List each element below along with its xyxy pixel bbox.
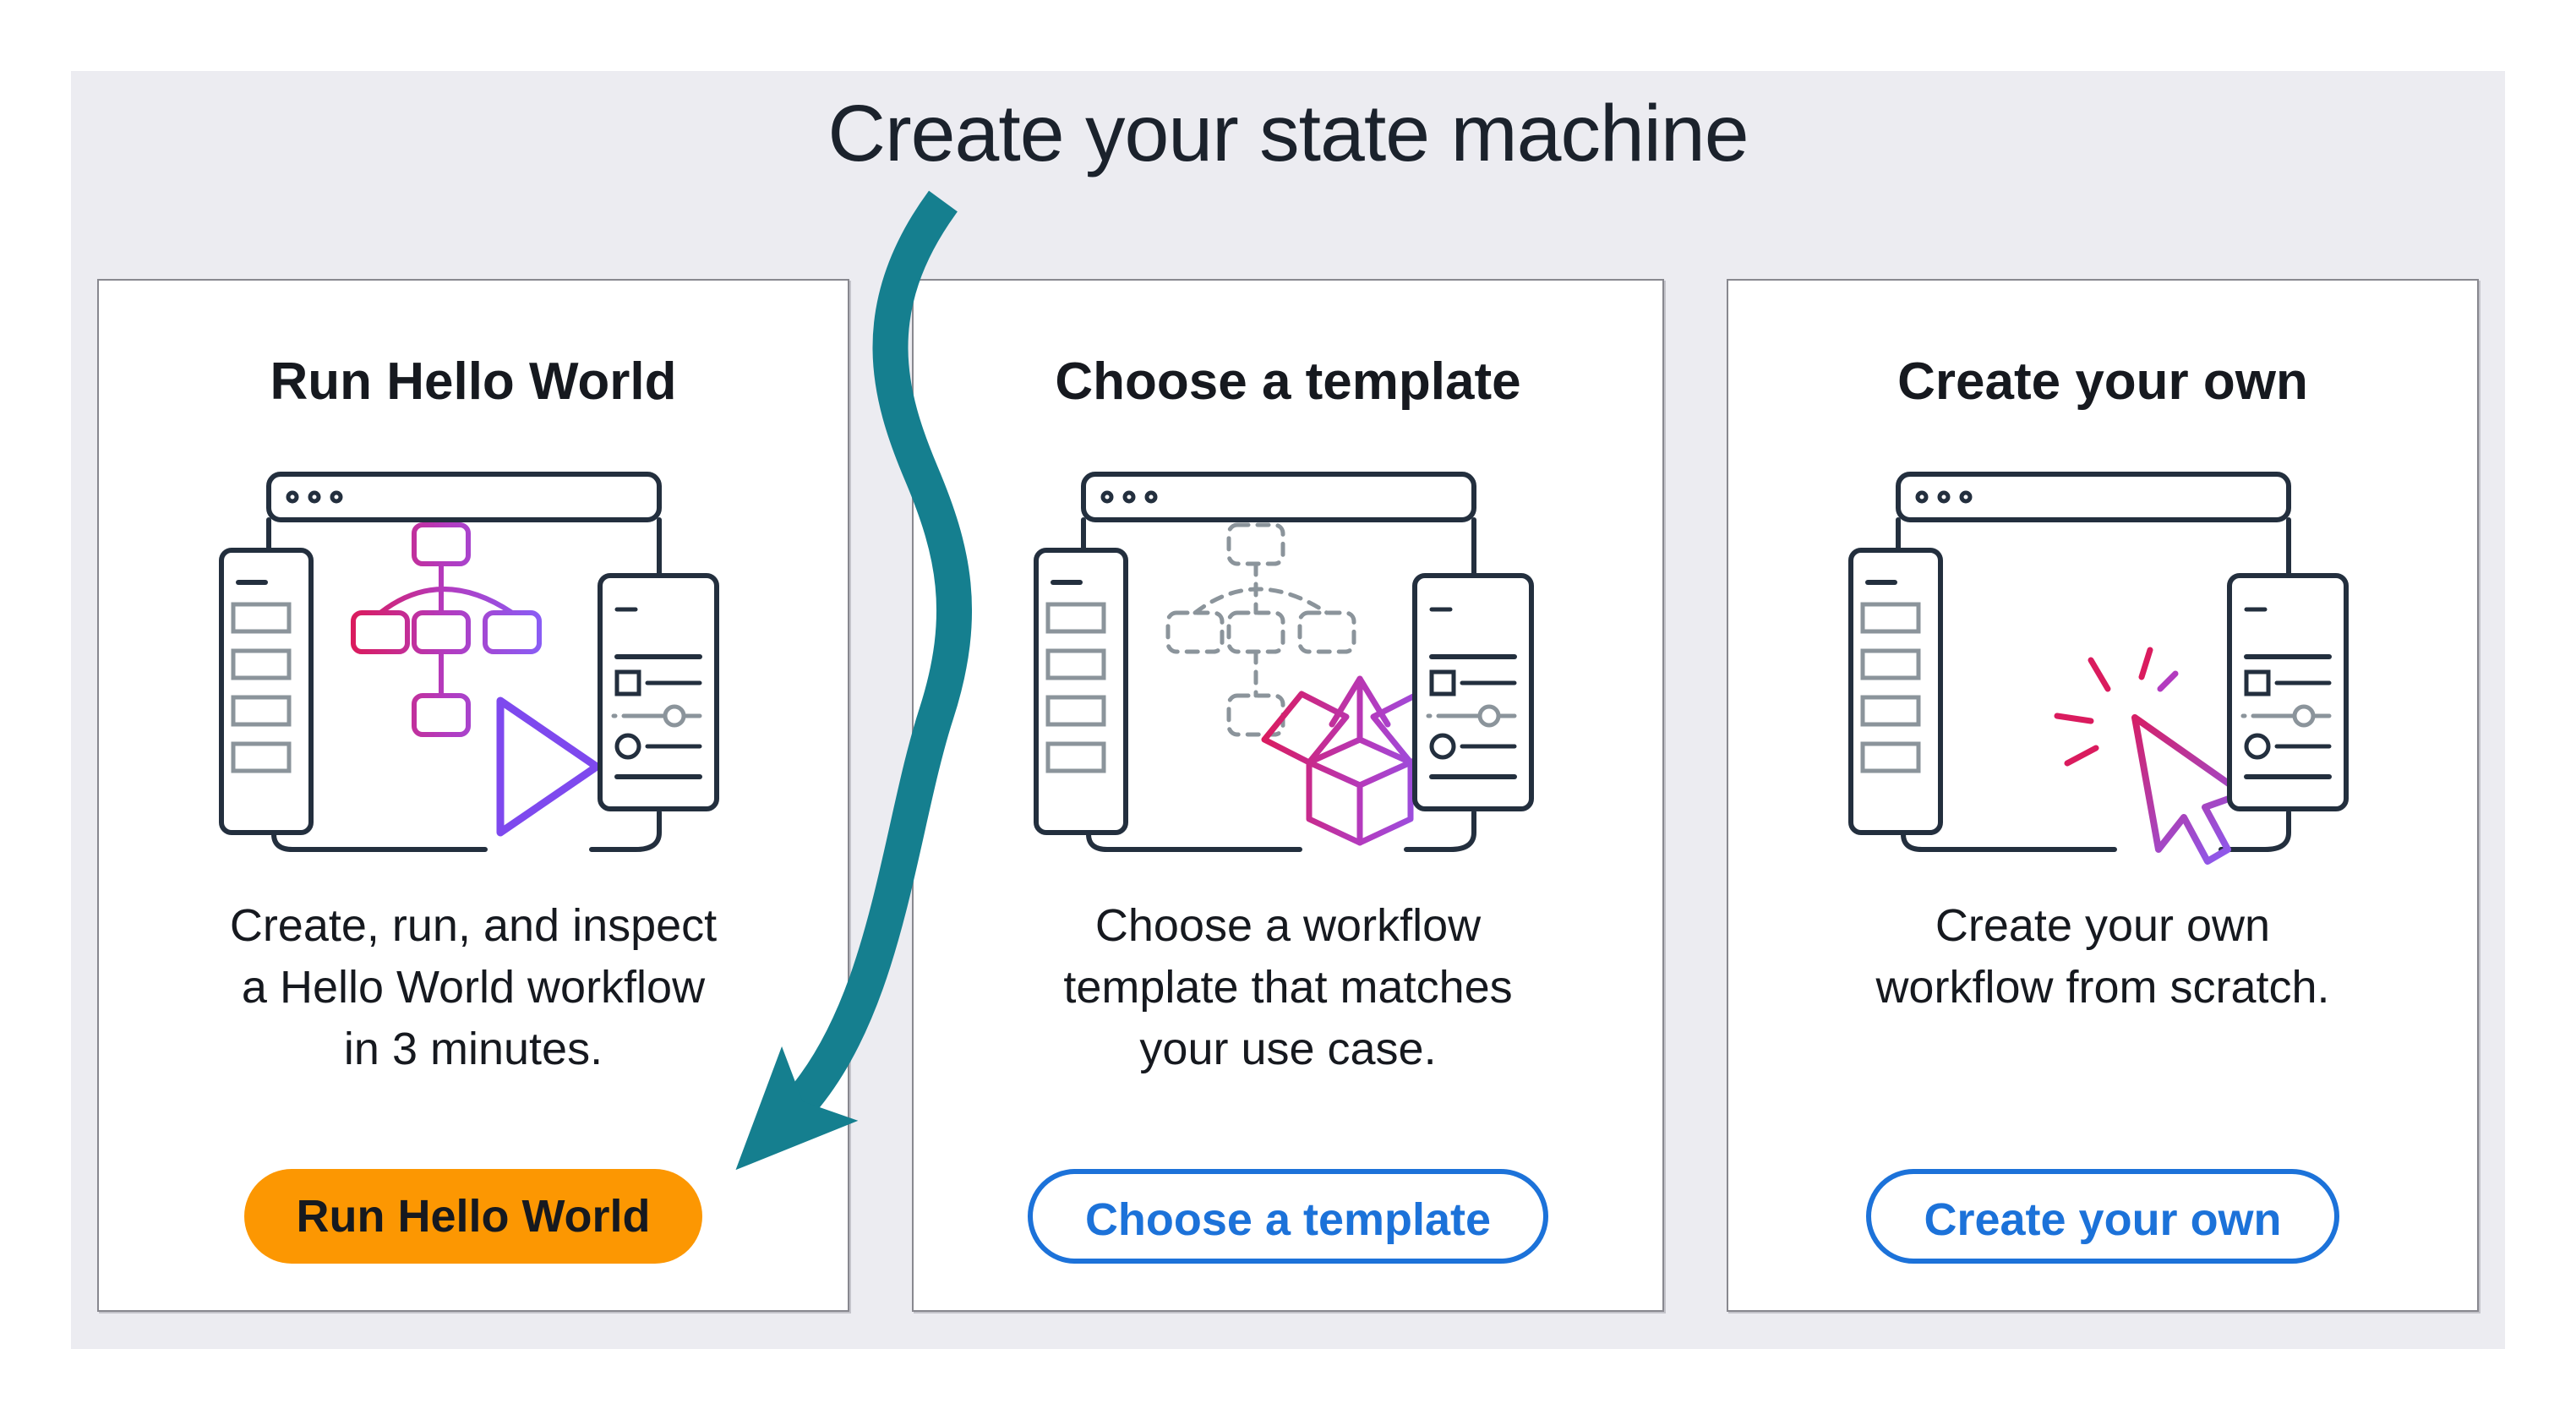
browser-window [266,472,662,852]
run-hello-world-button[interactable]: Run Hello World [243,1169,703,1264]
hello-world-illustration [219,472,719,852]
options-row: Run Hello World [0,279,2576,1312]
card-description: Choose a workflow template that matches … [1063,900,1513,1074]
dashed-workflow-tree-icon [1165,522,1356,737]
sidebar-panel [219,548,314,835]
card-description: Create your own workflow from scratch. [1875,900,2330,1013]
sidebar-panel [1034,548,1128,835]
settings-panel [2227,573,2349,811]
cursor-click-icon [2054,647,2246,865]
card-title: Create your own [1897,352,2308,411]
create-own-button[interactable]: Create your own [1866,1169,2339,1264]
package-box-icon [1261,675,1459,846]
play-icon [496,696,601,837]
card-run-hello-world: Run Hello World [97,279,849,1312]
card-description: Create, run, and inspect a Hello World w… [229,900,718,1074]
card-choose-template: Choose a template [912,279,1664,1312]
workflow-tree-icon [351,522,542,737]
choose-template-button[interactable]: Choose a template [1027,1169,1549,1264]
sidebar-panel [1848,548,1943,835]
page-title: Create your state machine [827,89,1749,178]
settings-panel [598,573,719,811]
create-own-illustration [1848,472,2349,865]
settings-panel [1412,573,1534,811]
card-title: Run Hello World [270,352,677,411]
card-create-your-own: Create your own [1727,279,2479,1312]
card-title: Choose a template [1055,352,1521,411]
template-illustration [1034,472,1534,852]
